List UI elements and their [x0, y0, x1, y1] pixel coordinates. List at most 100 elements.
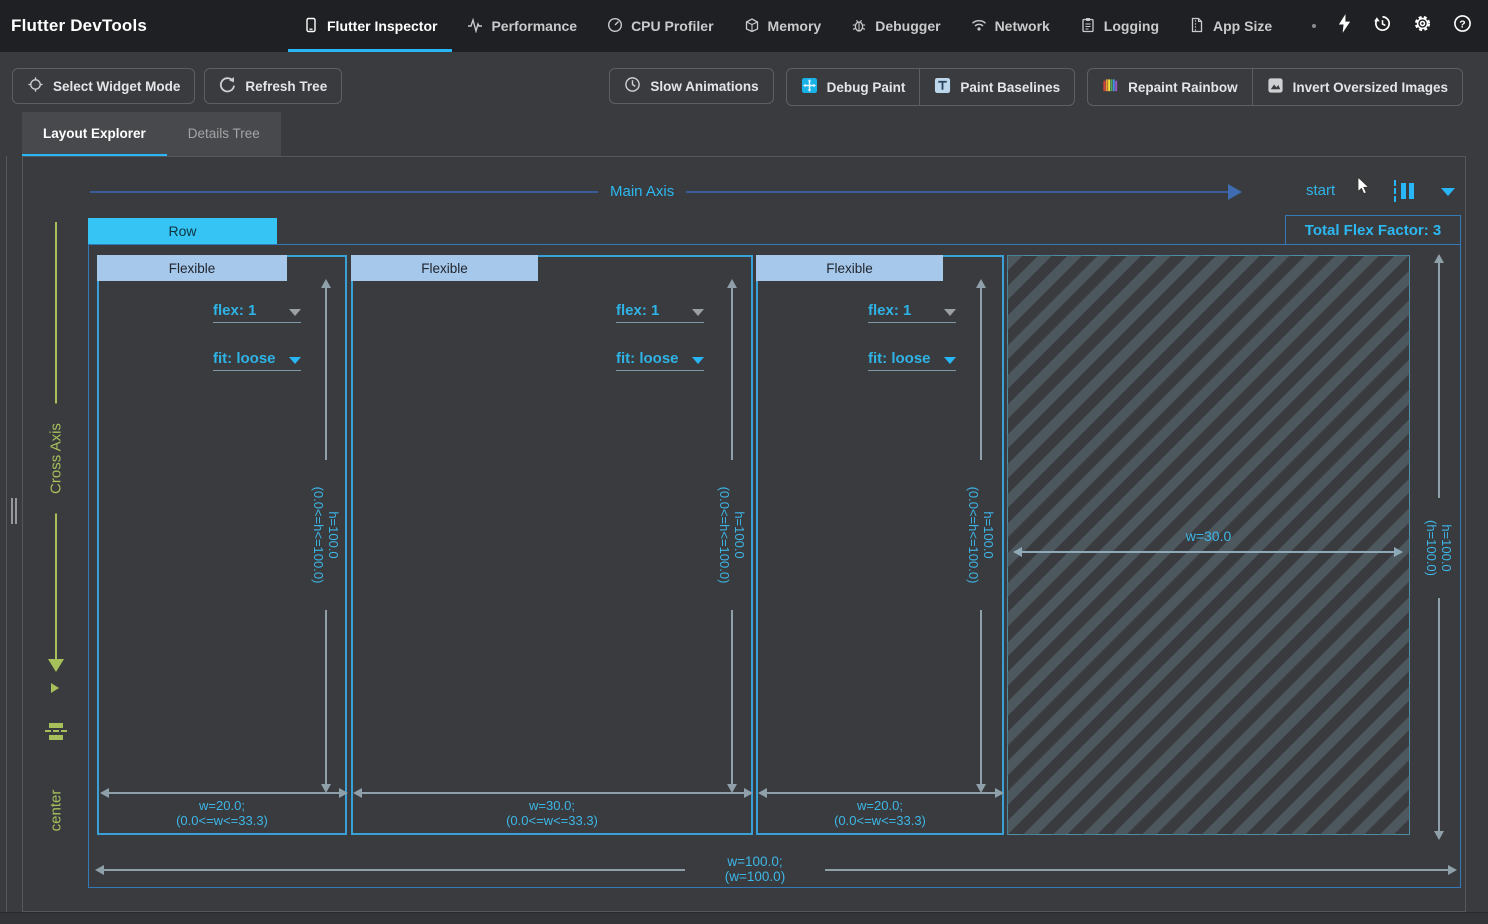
gauge-icon	[607, 17, 623, 36]
arrowhead-up	[1434, 254, 1444, 263]
width-value: w=20.0;	[857, 798, 903, 813]
fit-value: fit: loose	[616, 350, 679, 367]
repaint-rainbow-button[interactable]: Repaint Rainbow	[1088, 69, 1252, 105]
arrowhead-right	[1448, 865, 1457, 875]
flex-value: flex: 1	[213, 302, 257, 319]
height-constraint: (0.0<=h<=100.0)	[717, 486, 732, 584]
paint-baselines-button[interactable]: Paint Baselines	[919, 69, 1074, 105]
button-label: Paint Baselines	[960, 79, 1061, 95]
refresh-icon	[219, 76, 236, 96]
clipboard-icon	[1080, 17, 1096, 36]
refresh-tree-button[interactable]: Refresh Tree	[204, 68, 343, 104]
flex-value: flex: 1	[868, 302, 912, 319]
button-label: Select Widget Mode	[53, 78, 181, 94]
alignment-bar	[49, 723, 63, 728]
dropdown-arrow-icon	[289, 309, 301, 316]
arrowhead-left	[758, 788, 767, 798]
tab-app-size[interactable]: App Size	[1174, 0, 1287, 52]
tab-label: Layout Explorer	[43, 125, 146, 141]
flexible-child-header[interactable]: Flexible	[351, 255, 538, 281]
select-widget-mode-button[interactable]: Select Widget Mode	[12, 68, 196, 104]
child-width-label: w=30.0; (0.0<=w<=33.3)	[351, 798, 753, 828]
tab-memory[interactable]: Memory	[729, 0, 837, 52]
height-constraint: (0.0<=h<=100.0)	[966, 486, 981, 584]
button-label: Debug Paint	[826, 79, 906, 95]
dropdown-arrow-icon	[692, 309, 704, 316]
flex-dropdown[interactable]: flex: 1	[616, 299, 704, 323]
debug-paint-button[interactable]: Debug Paint	[787, 69, 920, 105]
width-constraint: (0.0<=w<=33.3)	[506, 813, 598, 828]
dropdown-arrow-icon	[289, 357, 301, 364]
fit-dropdown[interactable]: fit: loose	[616, 347, 704, 371]
arrowhead-up	[976, 279, 986, 288]
help-icon[interactable]: ?	[1453, 14, 1472, 38]
invert-oversized-images-button[interactable]: Invert Oversized Images	[1251, 69, 1462, 105]
cross-axis-label: Cross Axis	[46, 403, 66, 514]
tab-cpu-profiler[interactable]: CPU Profiler	[592, 0, 728, 52]
fit-dropdown[interactable]: fit: loose	[213, 347, 301, 371]
width-constraint: (0.0<=w<=33.3)	[834, 813, 926, 828]
tab-logging[interactable]: Logging	[1065, 0, 1174, 52]
dropdown-arrow-icon	[944, 309, 956, 316]
wifi-icon	[971, 17, 987, 36]
tab-network[interactable]: Network	[956, 0, 1065, 52]
splitter-handle[interactable]	[11, 498, 13, 524]
alignment-axis-dash	[1394, 180, 1396, 202]
tab-details-tree[interactable]: Details Tree	[167, 112, 281, 157]
repaint-buttons-group: Repaint Rainbow Invert Oversized Images	[1087, 68, 1463, 106]
paint-baselines-icon	[934, 77, 951, 97]
pulse-icon	[467, 17, 483, 36]
tab-label: Flutter Inspector	[327, 18, 438, 34]
tab-flutter-inspector[interactable]: Flutter Inspector	[288, 0, 453, 52]
app-bar: Flutter DevTools Flutter Inspector Perfo…	[0, 0, 1488, 52]
width-value: w=30.0;	[529, 798, 575, 813]
history-icon[interactable]	[1373, 14, 1392, 38]
tab-label: App Size	[1213, 18, 1273, 34]
row-widget-header[interactable]: Row	[88, 218, 277, 244]
flexible-child-box[interactable]	[351, 255, 753, 835]
flex-dropdown[interactable]: flex: 1	[213, 299, 301, 323]
flexible-child-header[interactable]: Flexible	[97, 255, 287, 281]
tab-layout-explorer[interactable]: Layout Explorer	[22, 112, 167, 157]
alignment-bar	[1401, 183, 1406, 199]
child-height-label: h=100.0 (0.0<=h<=100.0)	[717, 460, 747, 610]
tab-label: Memory	[767, 18, 822, 34]
main-axis-alignment-icon[interactable]	[1394, 180, 1418, 202]
gear-icon[interactable]	[1413, 14, 1432, 38]
row-width-label: w=100.0; (w=100.0)	[685, 854, 825, 884]
flex-dropdown[interactable]: flex: 1	[868, 299, 956, 323]
arrowhead-up	[321, 279, 331, 288]
app-bar-actions: ?	[1312, 0, 1488, 52]
total-flex-factor: Total Flex Factor: 3	[1285, 215, 1461, 245]
child-height-label: h=100.0 (0.0<=h<=100.0)	[311, 460, 341, 610]
fit-dropdown[interactable]: fit: loose	[868, 347, 956, 371]
bolt-icon[interactable]	[1337, 14, 1352, 38]
chevron-right-icon[interactable]	[51, 683, 59, 693]
cross-axis-alignment-dropdown[interactable]: center	[46, 775, 66, 846]
height-constraint: (0.0<=h<=100.0)	[311, 486, 326, 584]
inspector-toolbar-left: Select Widget Mode Refresh Tree	[12, 68, 343, 104]
tab-label: Logging	[1103, 18, 1159, 34]
width-value: w=100.0;	[727, 854, 783, 869]
flexible-child-box[interactable]	[97, 255, 347, 835]
tab-label: Performance	[491, 18, 578, 34]
image-icon	[1267, 77, 1284, 97]
app-title: Flutter DevTools	[11, 16, 148, 35]
cross-axis-alignment-icon[interactable]	[45, 723, 67, 740]
flexible-child-header[interactable]: Flexible	[756, 255, 943, 281]
main-axis-alignment-dropdown[interactable]: start	[1306, 182, 1336, 199]
height-value: h=100.0	[1439, 524, 1454, 572]
slow-animations-button[interactable]: Slow Animations	[609, 68, 774, 104]
arrowhead-down	[976, 784, 986, 793]
tab-debugger[interactable]: Debugger	[836, 0, 955, 52]
rainbow-icon	[1102, 77, 1119, 97]
height-value: h=100.0	[732, 511, 747, 559]
splitter-handle[interactable]	[15, 498, 17, 524]
paint-buttons-group: Debug Paint Paint Baselines	[785, 68, 1076, 106]
chevron-down-icon[interactable]	[1441, 188, 1455, 196]
phone-icon	[303, 17, 319, 36]
fit-value: fit: loose	[213, 350, 276, 367]
main-nav: Flutter Inspector Performance CPU Profil…	[288, 0, 1287, 52]
arrowhead-left	[353, 788, 362, 798]
tab-performance[interactable]: Performance	[452, 0, 592, 52]
